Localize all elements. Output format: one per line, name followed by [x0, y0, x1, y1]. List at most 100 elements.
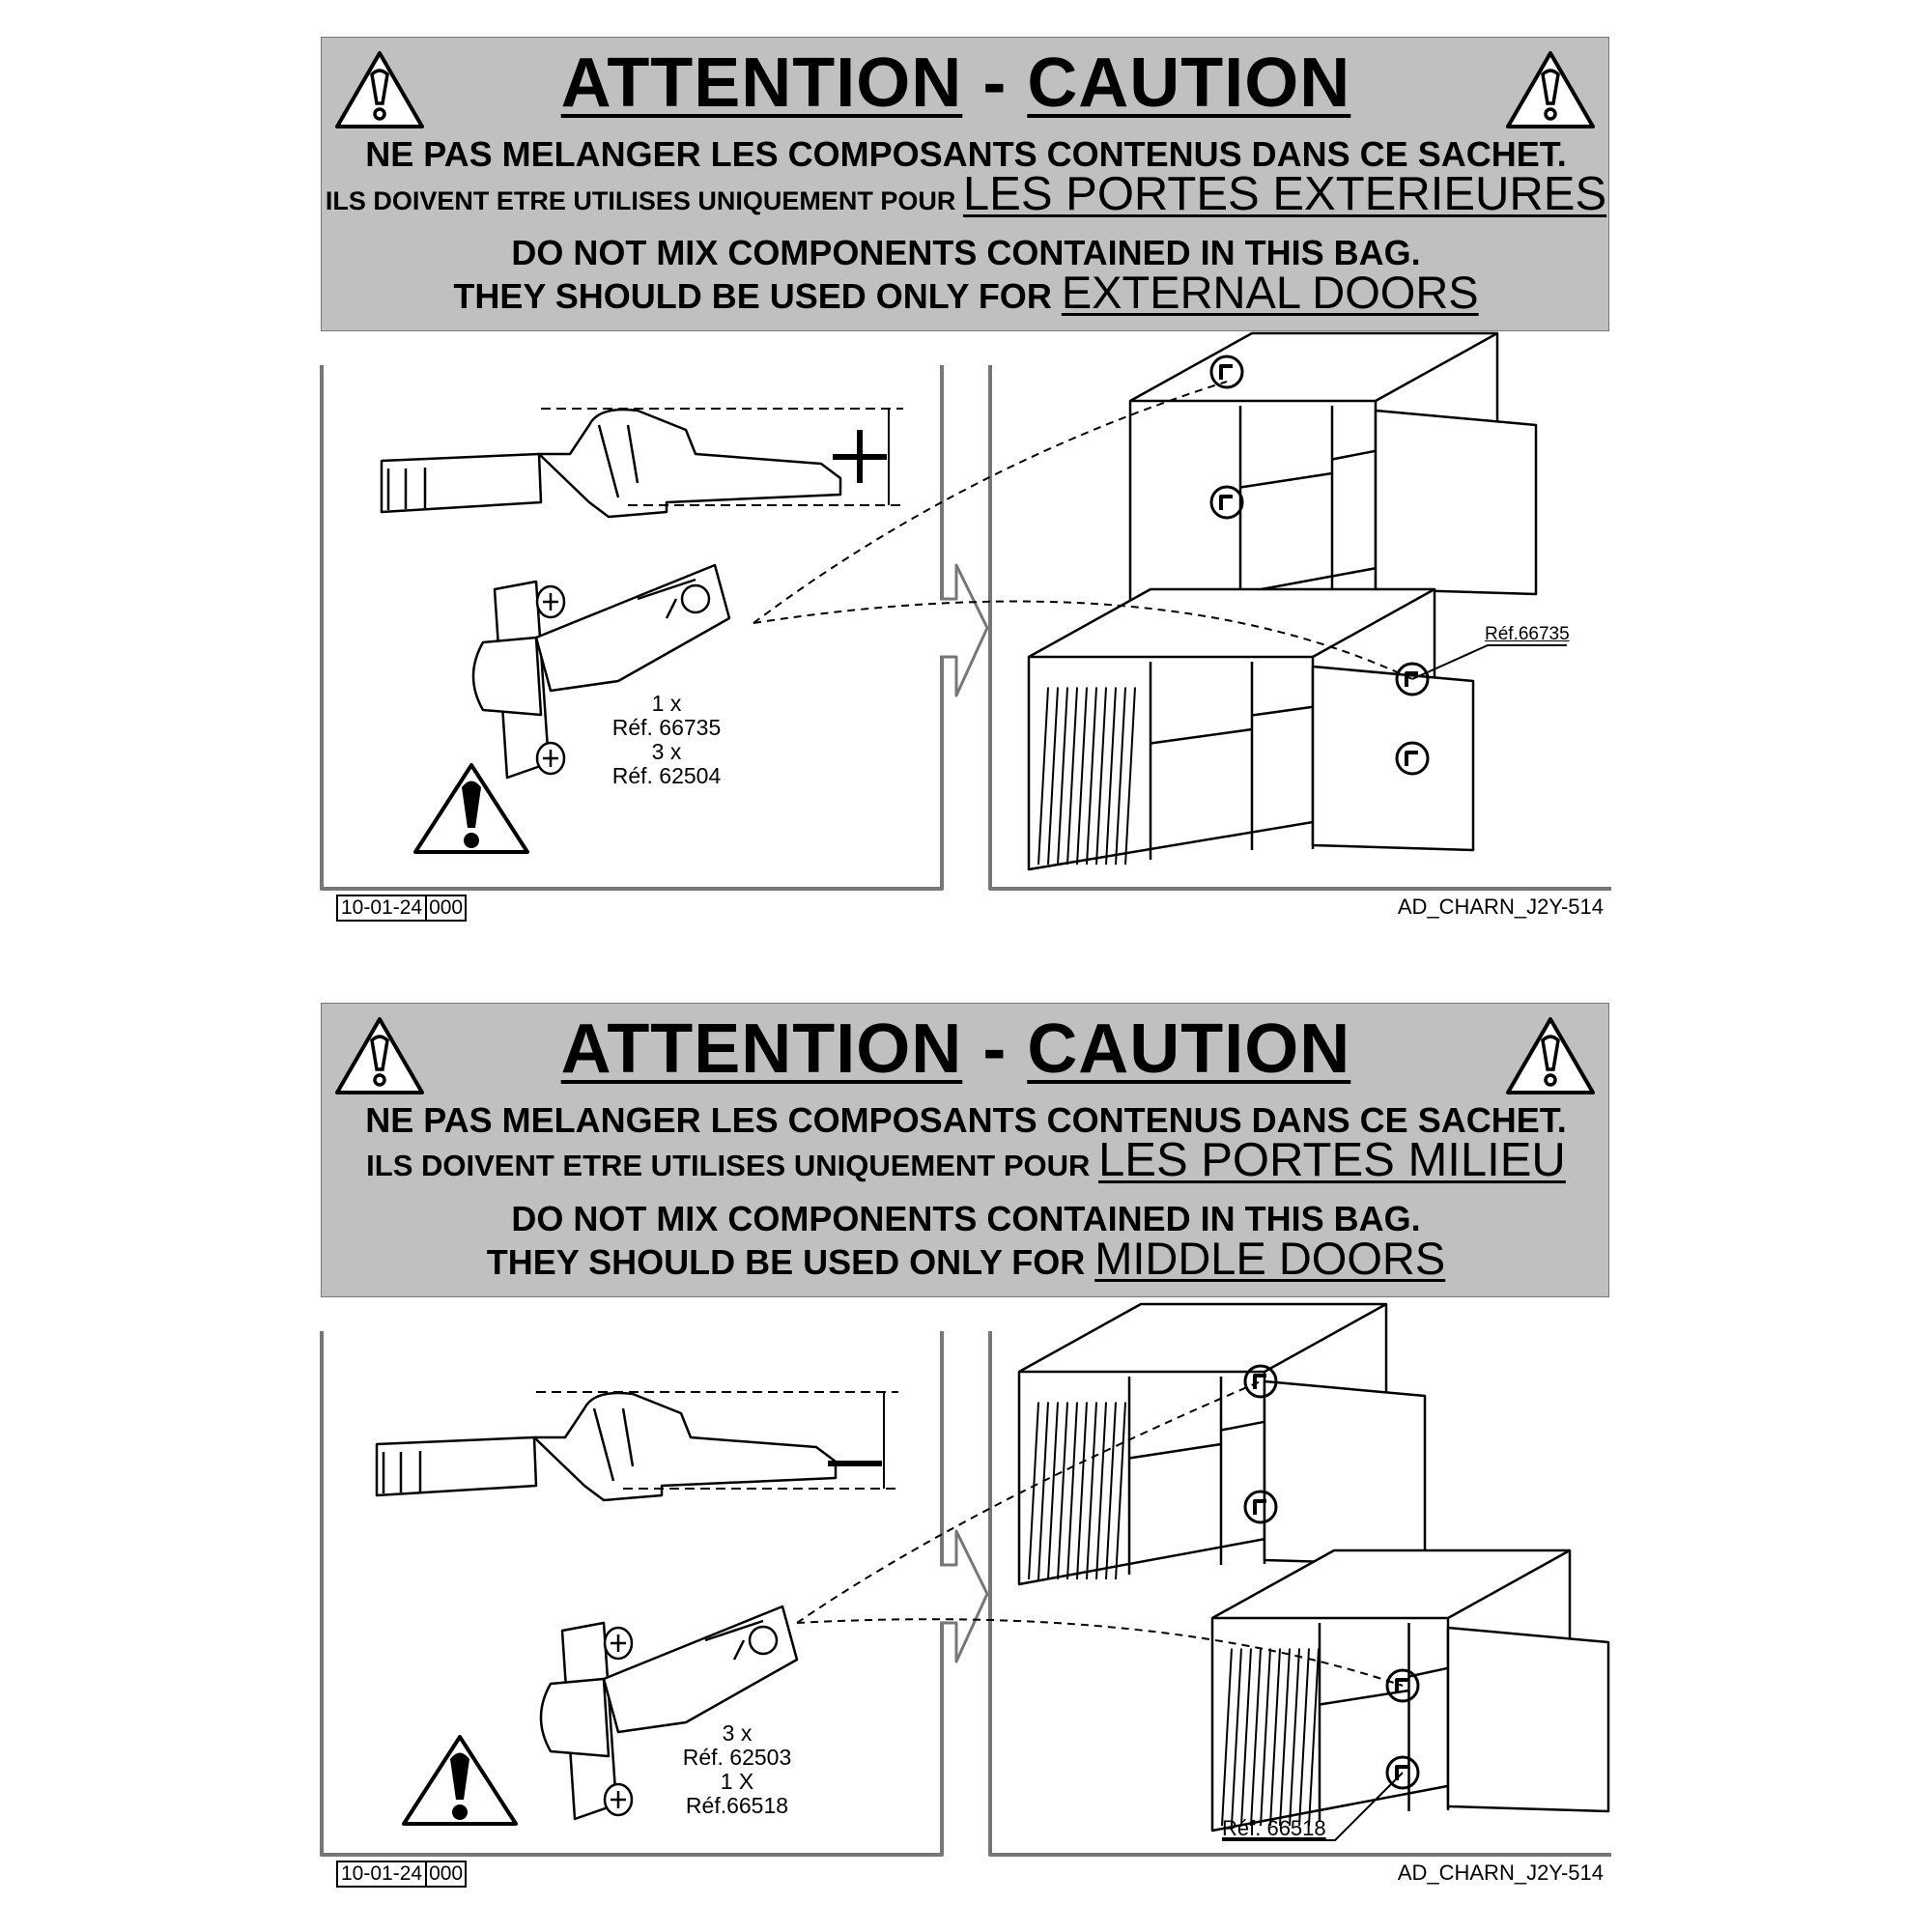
cabinet-shelves [1128, 1420, 1265, 1460]
revision: 000 [425, 896, 465, 920]
open-door [1263, 1379, 1427, 1567]
hinge-arm [532, 1391, 838, 1502]
exclamation-bar [462, 781, 481, 828]
dashed-guide [753, 600, 1413, 680]
hinge-cup [375, 1435, 538, 1497]
adjust-dim-lines [536, 1391, 898, 1490]
hinge-location-marker [1385, 1755, 1420, 1790]
hinge-location-marker [1209, 485, 1244, 520]
slat [1066, 687, 1078, 866]
adjust-dim-lines [541, 408, 903, 506]
marker-hinge [1219, 495, 1233, 510]
slatted-door [1221, 1648, 1320, 1827]
slat [1279, 1648, 1291, 1827]
document-code: AD_CHARN_J2Y-514 [1397, 895, 1604, 919]
marker-circle [1243, 1490, 1278, 1524]
slat [1231, 1648, 1242, 1827]
screw-cross [611, 1791, 626, 1808]
hinge-top-view [539, 1605, 799, 1821]
slat [1298, 1648, 1310, 1827]
slat [1057, 1402, 1068, 1580]
hinge-location-marker [1385, 1668, 1420, 1703]
english-warning-line1: DO NOT MIX COMPONENTS CONTAINED IN THIS … [511, 1199, 1421, 1238]
cabinet-shelves [1150, 705, 1314, 745]
slat [1076, 687, 1088, 866]
marker-circle [1209, 355, 1244, 389]
screw-cross [543, 750, 558, 767]
cabinet-dividers [1149, 662, 1254, 860]
french-warning-line2: ILS DOIVENT ETRE UTILISES UNIQUEMENT POU… [366, 1134, 1566, 1186]
marker-hinge [1405, 751, 1418, 766]
callout-leader [1411, 644, 1567, 680]
qty-2: 3 x [651, 739, 682, 764]
slat [1037, 1402, 1049, 1580]
slat [1086, 1402, 1097, 1580]
slat [1095, 1402, 1107, 1580]
hinge-location-marker [1395, 741, 1430, 776]
cabinet-dividers [1127, 1377, 1223, 1575]
hinge-slots [704, 1619, 764, 1661]
assembly-illustration [320, 331, 1611, 891]
dashed-guide [796, 1380, 1262, 1624]
cabinet-dividers [1318, 1623, 1410, 1821]
triangle [413, 763, 529, 854]
instruction-block-external: ATTENTION - CAUTION NE PAS MELANGER LES … [320, 37, 1611, 922]
hinge-callout-label: Réf.66735 [1485, 624, 1570, 644]
marker-hinge [1219, 364, 1233, 380]
caution-banner: ATTENTION - CAUTION NE PAS MELANGER LES … [321, 1003, 1609, 1297]
hinge-arm [537, 408, 842, 519]
marker-circle [1385, 1668, 1420, 1703]
date: 10-01-24 [341, 896, 423, 919]
hinge-callout-label: Réf. 66518 [1222, 1816, 1326, 1840]
hinge-top-view [471, 563, 731, 780]
cabinet-bottom [1210, 1548, 1610, 1833]
ref-2: Réf.66518 [685, 1793, 789, 1818]
banner-title: ATTENTION - CAUTION [560, 44, 1351, 122]
slat [1115, 687, 1126, 866]
dashed-guide [796, 1618, 1404, 1687]
hinge-location-marker [1209, 355, 1244, 389]
english-warning-line2: THEY SHOULD BE USED ONLY FOR EXTERNAL DO… [453, 267, 1479, 318]
hinge-location-marker [1243, 1490, 1278, 1524]
marker-hinge [1405, 671, 1418, 687]
english-warning-line1: DO NOT MIX COMPONENTS CONTAINED IN THIS … [511, 233, 1421, 272]
dashed-guide [753, 381, 1228, 624]
hinge-location-marker [1395, 662, 1430, 696]
ref-2: Réf. 62504 [611, 763, 722, 788]
step-arrow-icon [940, 1529, 989, 1663]
screw-cross [611, 1634, 626, 1652]
marker-circle [1395, 741, 1430, 776]
hinge-body [602, 1605, 799, 1734]
slat [1105, 1402, 1117, 1580]
banner-title: ATTENTION - CAUTION [560, 1010, 1351, 1088]
qty-2: 1 X [720, 1769, 754, 1794]
slat [1308, 1648, 1320, 1827]
ref-1: Réf. 62503 [682, 1745, 792, 1770]
open-door [1311, 665, 1475, 852]
cabinet-shelves [1239, 449, 1377, 489]
assembly-illustration [320, 1302, 1611, 1857]
slat [1047, 687, 1059, 866]
marker-circle [1209, 485, 1244, 520]
french-warning-line1: NE PAS MELANGER LES COMPOSANTS CONTENUS … [365, 134, 1567, 174]
slat [1250, 1648, 1262, 1827]
open-door [1446, 1626, 1610, 1813]
parts-quantity-list: 3 x Réf. 62503 1 X Réf.66518 [640, 1721, 834, 1818]
slat [1115, 1402, 1126, 1580]
slat [1260, 1648, 1271, 1827]
exclamation-dot [452, 1804, 468, 1820]
warning-triangle-icon [413, 763, 529, 854]
english-warning-line2: THEY SHOULD BE USED ONLY FOR MIDDLE DOOR… [486, 1233, 1446, 1284]
triangle [402, 1735, 518, 1826]
hinge-cup-side [539, 1677, 611, 1758]
hinge-side-view [375, 1391, 898, 1502]
step-arrow-icon [940, 563, 989, 697]
slat [1269, 1648, 1281, 1827]
adjust-screw [680, 583, 711, 614]
slat [1240, 1648, 1252, 1827]
slat [1095, 687, 1107, 866]
warning-icon [1506, 1017, 1595, 1094]
french-warning-line1: NE PAS MELANGER LES COMPOSANTS CONTENUS … [365, 1100, 1567, 1140]
